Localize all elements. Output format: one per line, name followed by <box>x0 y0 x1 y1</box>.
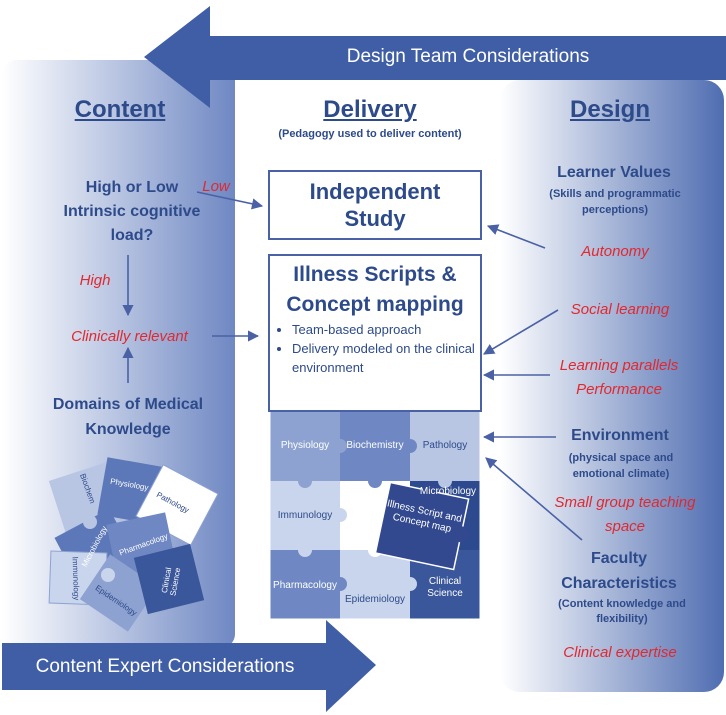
clinical-expertise-label: Clinical expertise <box>563 644 677 661</box>
arrow-faculty <box>485 457 583 541</box>
cognitive-load-question: High or Low Intrinsic cognitive load? <box>63 179 201 244</box>
top-arrow-label: Design Team Considerations <box>346 46 590 67</box>
top-arrow <box>144 6 726 108</box>
grid-label-physiology: Physiology <box>280 440 330 451</box>
delivery-subtitle: (Pedagogy used to deliver content) <box>278 128 462 140</box>
small-group-label: Small group teaching space <box>554 494 696 535</box>
grid-label-pharmacology: Pharmacology <box>273 580 337 591</box>
design-band <box>500 80 724 692</box>
arrow-social <box>483 309 559 355</box>
grid-label-epidemiology: Epidemiology <box>344 594 406 605</box>
arrow-autonomy <box>486 224 546 249</box>
center-puzzle-piece <box>374 481 470 571</box>
faculty-sub: (Content knowledge and flexibility) <box>558 598 686 625</box>
grid-label-clinical-science: Clinical Science <box>427 576 463 599</box>
delivery-bullet-list: Team-based approach Delivery modeled on … <box>274 320 480 377</box>
delivery-title: Delivery <box>323 96 417 123</box>
grid-label-microbiology: Microbiology <box>419 486 477 497</box>
illness-scripts-box: Illness Scripts & Concept mapping Team-b… <box>268 254 482 412</box>
arrow-low-to-independent <box>196 191 264 210</box>
bullet-team-based: Team-based approach <box>292 320 480 339</box>
learner-values-sub: (Skills and programmatic perceptions) <box>549 188 681 216</box>
illness-scripts-title: Illness Scripts & Concept mapping <box>286 263 464 316</box>
autonomy-label: Autonomy <box>581 243 649 260</box>
domains-of-medical-knowledge: Domains of Medical Knowledge <box>52 396 204 438</box>
clinically-relevant-label: Clinically relevant <box>71 328 188 345</box>
learning-parallels-label: Learning parallels Performance <box>559 357 679 398</box>
piece-label-immunology: Immunology <box>70 556 82 601</box>
environment-sub: (physical space and emotional climate) <box>568 452 674 480</box>
bottom-arrow-label: Content Expert Considerations <box>35 656 295 677</box>
grid-label-immunology: Immunology <box>277 510 333 521</box>
content-puzzle-pile <box>48 457 219 632</box>
independent-study-label: Independent Study <box>309 179 441 231</box>
design-title: Design <box>569 96 650 123</box>
environment-label: Environment <box>571 427 669 444</box>
faculty-characteristics: Faculty Characteristics <box>561 550 677 592</box>
bottom-arrow <box>2 620 376 712</box>
learner-values: Learner Values <box>557 164 671 181</box>
social-learning-label: Social learning <box>570 301 670 318</box>
content-title: Content <box>74 96 166 123</box>
grid-label-pathology: Pathology <box>422 440 468 451</box>
bullet-clinical-environment: Delivery modeled on the clinical environ… <box>292 339 480 377</box>
low-label: Low <box>202 178 230 195</box>
grid-label-biochemistry: Biochemistry <box>346 440 404 451</box>
independent-study-box: Independent Study <box>268 170 482 240</box>
high-label: High <box>79 272 111 289</box>
